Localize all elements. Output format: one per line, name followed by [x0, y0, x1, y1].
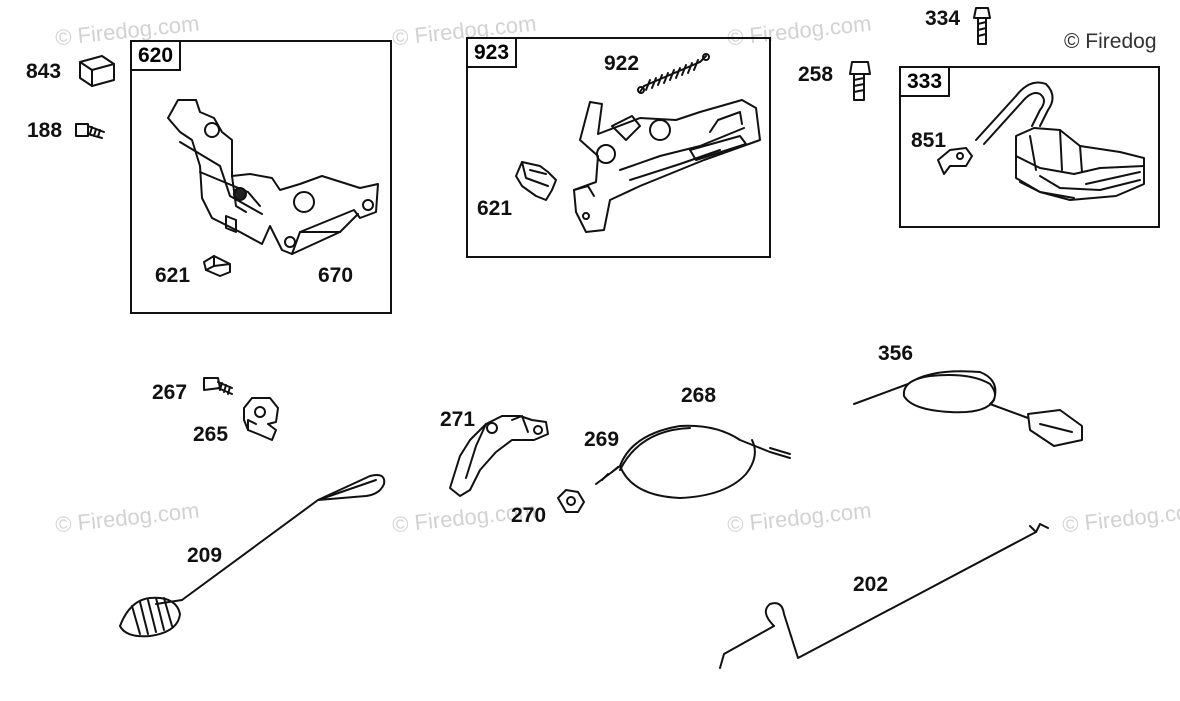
label-part-270: 270 [511, 504, 547, 527]
part-923-drawing [573, 99, 761, 233]
label-part-670: 670 [318, 264, 354, 287]
part-843-drawing [79, 55, 115, 87]
part-188-drawing [75, 123, 105, 139]
label-part-334: 334 [925, 7, 961, 30]
label-part-209: 209 [187, 544, 223, 567]
label-part-188: 188 [27, 119, 63, 142]
assembly-box-620: 620 [130, 40, 392, 314]
part-270-drawing [557, 489, 585, 513]
label-part-356: 356 [878, 342, 914, 365]
assembly-box-923: 923 [466, 37, 771, 258]
part-202-drawing [719, 523, 1049, 669]
part-258-drawing [849, 61, 871, 101]
part-333-drawing [975, 81, 1145, 201]
part-265-drawing [243, 397, 279, 441]
label-part-922: 922 [604, 52, 640, 75]
part-851-drawing [937, 147, 973, 175]
part-271-drawing [449, 415, 549, 497]
part-334-drawing [973, 7, 991, 45]
label-part-258: 258 [798, 63, 834, 86]
copyright-text: © Firedog [1064, 30, 1157, 53]
label-part-202: 202 [853, 573, 889, 596]
label-part-621b: 621 [477, 197, 513, 220]
part-356-drawing [853, 370, 1083, 447]
label-part-267: 267 [152, 381, 188, 404]
label-part-269: 269 [584, 428, 620, 451]
assembly-tag-333: 333 [901, 68, 951, 97]
part-209-drawing [119, 474, 386, 638]
label-part-265: 265 [193, 423, 229, 446]
label-part-271: 271 [440, 408, 476, 431]
part-621b-drawing [515, 161, 557, 201]
part-620-drawing [167, 99, 379, 255]
label-part-621a: 621 [155, 264, 191, 287]
assembly-box-333: 333 [899, 66, 1160, 228]
part-621a-drawing [203, 255, 231, 277]
label-part-851: 851 [911, 129, 947, 152]
part-267-drawing [203, 377, 233, 395]
assembly-tag-923: 923 [468, 39, 518, 68]
part-922-drawing [637, 53, 710, 94]
label-part-268: 268 [681, 384, 717, 407]
assembly-tag-620: 620 [132, 42, 182, 71]
label-part-843: 843 [26, 60, 62, 83]
part-268-drawing [595, 424, 791, 499]
